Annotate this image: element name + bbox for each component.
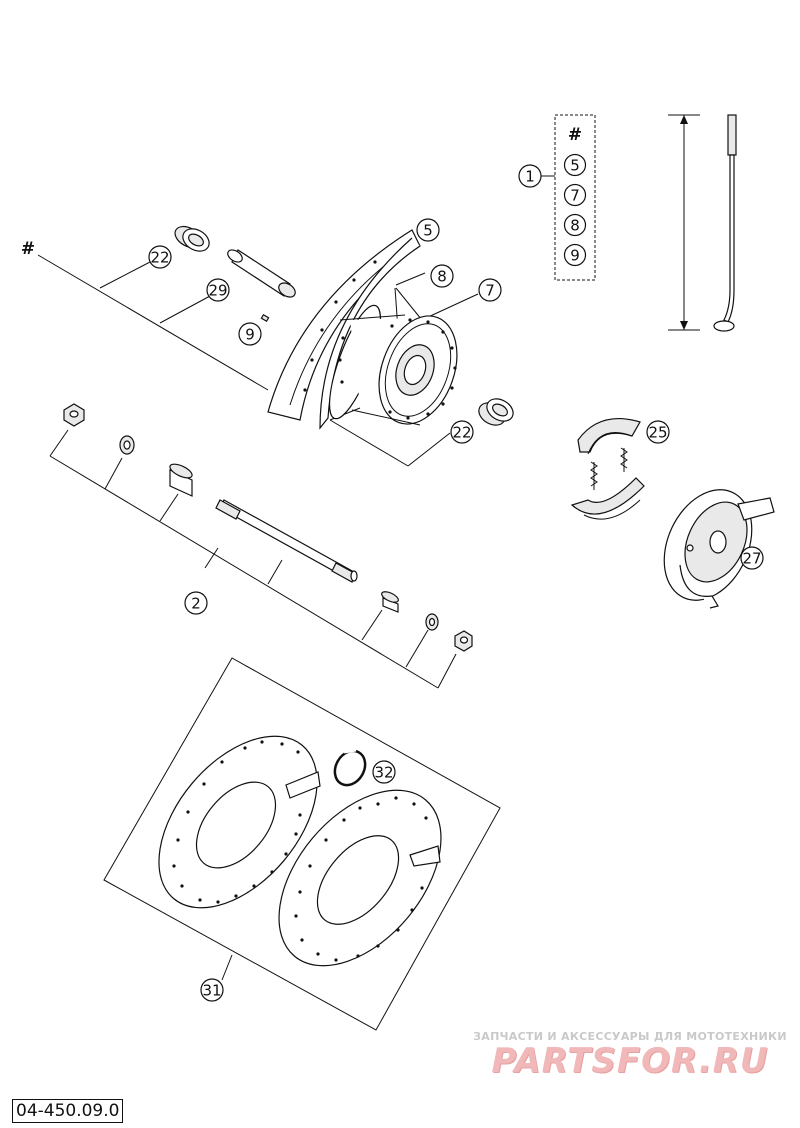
callout-7: 7 [478, 278, 502, 302]
site-watermark: ЗАПЧАСТИ И АКСЕССУАРЫ ДЛЯ МОТОТЕХНИКИ PA… [470, 1030, 790, 1081]
front-axle [215, 499, 358, 583]
axle-washer-right [425, 613, 439, 631]
legend-item-5: 5 [563, 153, 587, 177]
wheel-bearing-upper [174, 225, 210, 252]
axle-leader-lines [49, 429, 457, 689]
spoke-nipple [260, 313, 270, 323]
svg-text:5: 5 [570, 157, 580, 175]
svg-text:7: 7 [570, 187, 580, 205]
svg-text:25: 25 [648, 424, 667, 442]
callout-22-upper: 22 [148, 245, 172, 269]
svg-text:8: 8 [437, 268, 447, 286]
brake-disc-gasket-right [278, 789, 442, 967]
axle-nut-right [454, 630, 473, 652]
svg-text:9: 9 [570, 247, 580, 265]
brake-disc-gasket-left [158, 735, 321, 909]
callout-8: 8 [430, 264, 454, 288]
diagram-code-label: 04-450.09.0 [12, 1099, 124, 1123]
legend-item-7: 7 [563, 183, 587, 207]
hash-marker: # [21, 239, 35, 259]
callout-29: 29 [206, 278, 230, 302]
brake-shoes [570, 418, 645, 520]
svg-text:9: 9 [245, 326, 255, 344]
wheel-rim [267, 229, 421, 430]
axle-spacer-right [381, 591, 399, 613]
spacer-sleeve [227, 249, 296, 298]
kit-legend: # 5 7 8 9 [541, 114, 596, 281]
svg-text:1: 1 [525, 168, 535, 186]
callout-31: 31 [200, 978, 224, 1002]
wheel-bearing-lower [478, 398, 514, 426]
svg-text:22: 22 [452, 424, 471, 442]
svg-text:32: 32 [374, 764, 393, 782]
callout-9: 9 [238, 322, 262, 346]
svg-text:7: 7 [485, 282, 495, 300]
wheel-hub [328, 304, 458, 426]
callout-25: 25 [646, 420, 670, 444]
watermark-brand: PARTSFOR.RU [491, 1041, 769, 1081]
svg-text:22: 22 [150, 249, 169, 267]
axle-nut-left [63, 403, 85, 427]
svg-text:8: 8 [570, 217, 580, 235]
svg-text:5: 5 [423, 222, 433, 240]
gasket-set [103, 657, 501, 1031]
svg-text:29: 29 [208, 282, 227, 300]
callout-1: 1 [518, 164, 542, 188]
axle-washer-left [119, 435, 135, 455]
callout-32: 32 [372, 760, 396, 784]
brake-plate [663, 489, 775, 609]
callout-5: 5 [416, 218, 440, 242]
axle-spacer-left [169, 463, 193, 497]
leader-line-31 [221, 954, 233, 981]
svg-text:2: 2 [191, 595, 201, 613]
legend-hash: # [568, 125, 582, 145]
svg-text:31: 31 [202, 982, 221, 1000]
spoke-part [668, 114, 737, 332]
callout-22-lower: 22 [450, 420, 474, 444]
watermark-caption: ЗАПЧАСТИ И АКСЕССУАРЫ ДЛЯ МОТОТЕХНИКИ [473, 1030, 787, 1043]
legend-item-8: 8 [563, 213, 587, 237]
callout-27: 27 [740, 546, 764, 570]
svg-text:27: 27 [742, 550, 761, 568]
callout-2: 2 [184, 591, 208, 615]
legend-item-9: 9 [563, 243, 587, 267]
circlip [333, 748, 367, 787]
